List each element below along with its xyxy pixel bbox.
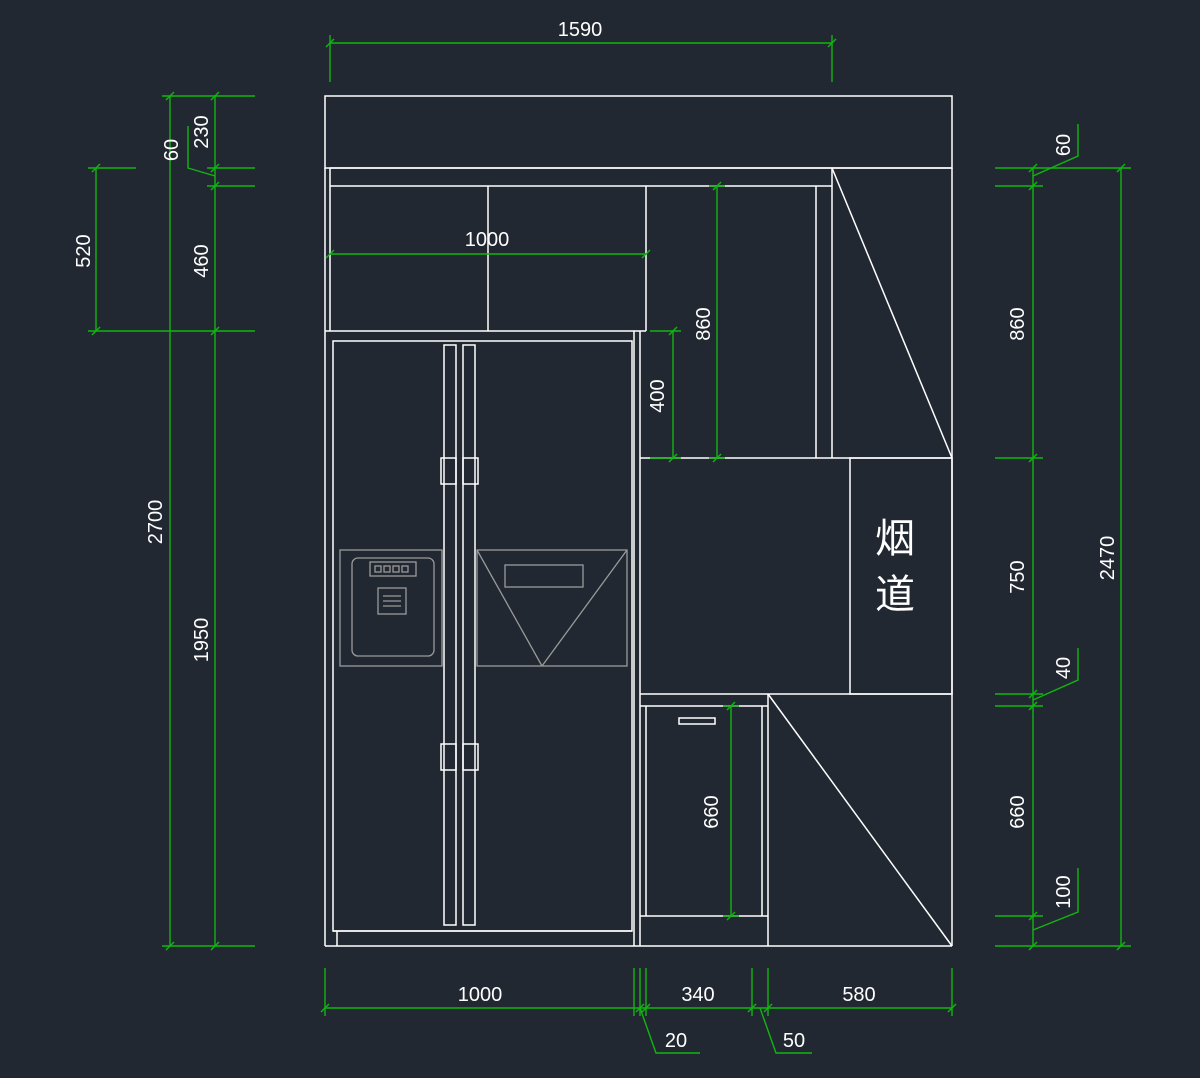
flue-label-line1: 烟: [875, 516, 915, 562]
corner-diagonal-lower: [767, 693, 953, 947]
dim-drawer-height: 660: [701, 795, 723, 828]
cabinet-outline: [324, 95, 953, 947]
fridge-water-dispenser: [339, 549, 443, 667]
fridge-body: [332, 340, 633, 932]
dim-left-top-60: 60: [161, 139, 183, 161]
dim-niche-height: 400: [647, 379, 669, 412]
dim-left-520: 520: [73, 234, 95, 267]
fridge-handle-left: [443, 344, 457, 926]
dim-right-660: 660: [1007, 795, 1029, 828]
top-soffit-box: [324, 95, 953, 169]
drawer-handle: [678, 717, 716, 725]
dim-left-top-230: 230: [191, 115, 213, 148]
dim-bottom-340: 340: [681, 984, 714, 1006]
dimension-lines: [88, 35, 1131, 1054]
dim-bottom-1000: 1000: [458, 984, 503, 1006]
dim-right-860: 860: [1007, 307, 1029, 340]
dim-left-total: 2700: [145, 500, 167, 545]
dim-bottom-580: 580: [842, 984, 875, 1006]
dim-right-40: 40: [1053, 657, 1075, 679]
dim-right-60: 60: [1053, 134, 1075, 156]
corner-diagonal-upper: [831, 167, 953, 459]
dim-upper-right-height: 860: [693, 307, 715, 340]
handle-grip-bottom-left: [440, 743, 457, 771]
dim-right-100: 100: [1053, 875, 1075, 908]
dim-top-width: 1590: [558, 19, 603, 41]
dim-bottom-20: 20: [665, 1030, 687, 1052]
dim-bottom-50: 50: [783, 1030, 805, 1052]
handle-grip-bottom-right: [462, 743, 479, 771]
fridge-handle-right: [462, 344, 476, 926]
dim-right-750: 750: [1007, 560, 1029, 593]
flue-label-line2: 道: [875, 572, 915, 618]
dim-left-1950: 1950: [191, 618, 213, 663]
dim-upper-cabinet-width: 1000: [465, 229, 510, 251]
dimension-labels: 1590 1000 860 400 660 60 230 520 460 270…: [73, 19, 1119, 1052]
dim-left-460: 460: [191, 244, 213, 277]
handle-grip-top-left: [440, 457, 457, 485]
fridge-ice-panel: [476, 549, 628, 667]
handle-grip-top-right: [462, 457, 479, 485]
dim-right-total: 2470: [1097, 536, 1119, 581]
